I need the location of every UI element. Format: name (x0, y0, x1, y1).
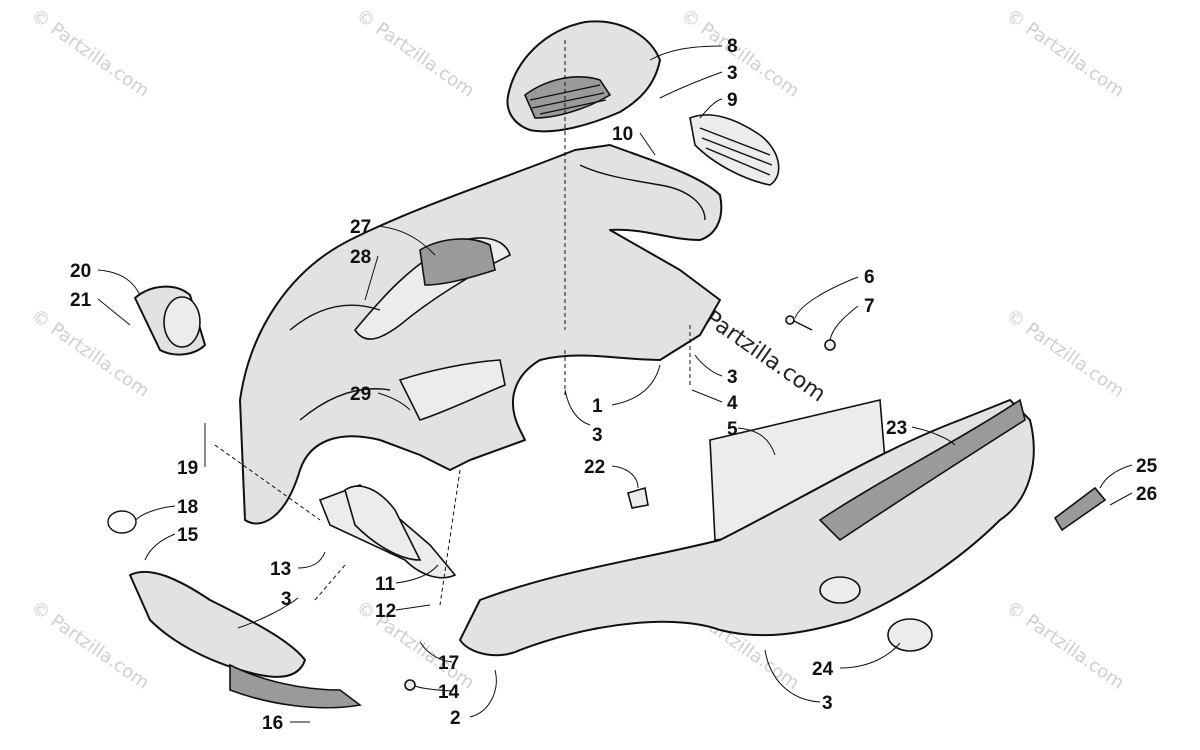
callout-3: 3 (727, 63, 738, 84)
part-bumper (129, 570, 362, 709)
callout-14: 14 (438, 682, 460, 703)
callout-17: 17 (438, 653, 459, 674)
part-plate (1053, 486, 1107, 532)
callout-13: 13 (270, 559, 291, 580)
callout-23: 23 (886, 418, 907, 439)
watermark: © Partzilla.com (677, 5, 803, 102)
callout-7: 7 (864, 296, 875, 317)
callout-11: 11 (375, 574, 396, 595)
callout-4: 4 (727, 393, 738, 414)
callout-27: 27 (350, 217, 371, 238)
part-nut (404, 679, 416, 691)
watermark: © Partzilla.com (1002, 597, 1128, 694)
callout-3: 3 (592, 425, 603, 446)
part-bolt-washer (785, 315, 836, 351)
watermark: © Partzilla.com (1002, 5, 1128, 102)
callout-21: 21 (70, 290, 92, 311)
part-top-cover (506, 20, 661, 133)
watermark: © Partzilla.com (352, 5, 478, 102)
callout-10: 10 (612, 124, 633, 145)
callout-1: 1 (592, 396, 603, 417)
callout-29: 29 (350, 384, 371, 405)
assembly-lines (214, 40, 691, 606)
callout-22: 22 (584, 457, 605, 478)
callout-19: 19 (177, 458, 198, 479)
part-boot (134, 285, 206, 356)
callout-3: 3 (822, 693, 833, 714)
watermark: © Partzilla.com (352, 597, 478, 694)
watermark: © Partzilla.com (27, 5, 153, 102)
callout-9: 9 (727, 90, 738, 111)
part-side-panel (459, 398, 1035, 657)
watermark: © Partzilla.com (27, 305, 153, 402)
callout-6: 6 (864, 267, 875, 288)
callout-12: 12 (375, 601, 396, 622)
part-clip-ring (107, 510, 137, 534)
callout-15: 15 (177, 525, 199, 546)
callout-26: 26 (1136, 484, 1157, 505)
callout-3: 3 (727, 367, 738, 388)
part-clip (627, 486, 649, 509)
callout-20: 20 (70, 261, 91, 282)
part-cap (887, 618, 933, 652)
watermark: © Partzilla.com (1002, 305, 1128, 402)
part-deflectors (318, 484, 457, 579)
part-vent-grille (689, 114, 780, 186)
part-hood-body (239, 144, 723, 525)
callout-labels: 8 3 9 10 27 28 20 21 6 7 29 3 4 5 1 3 23… (70, 36, 1158, 734)
callout-18: 18 (177, 497, 198, 518)
callout-16: 16 (262, 713, 283, 734)
leader-lines (97, 45, 1133, 723)
callout-5: 5 (727, 419, 738, 440)
callout-3: 3 (281, 589, 292, 610)
watermark: © Partzilla.com (27, 597, 153, 694)
callout-28: 28 (350, 247, 371, 268)
callout-24: 24 (812, 659, 834, 680)
callout-2: 2 (450, 708, 461, 729)
callout-25: 25 (1136, 456, 1158, 477)
callout-8: 8 (727, 36, 738, 57)
